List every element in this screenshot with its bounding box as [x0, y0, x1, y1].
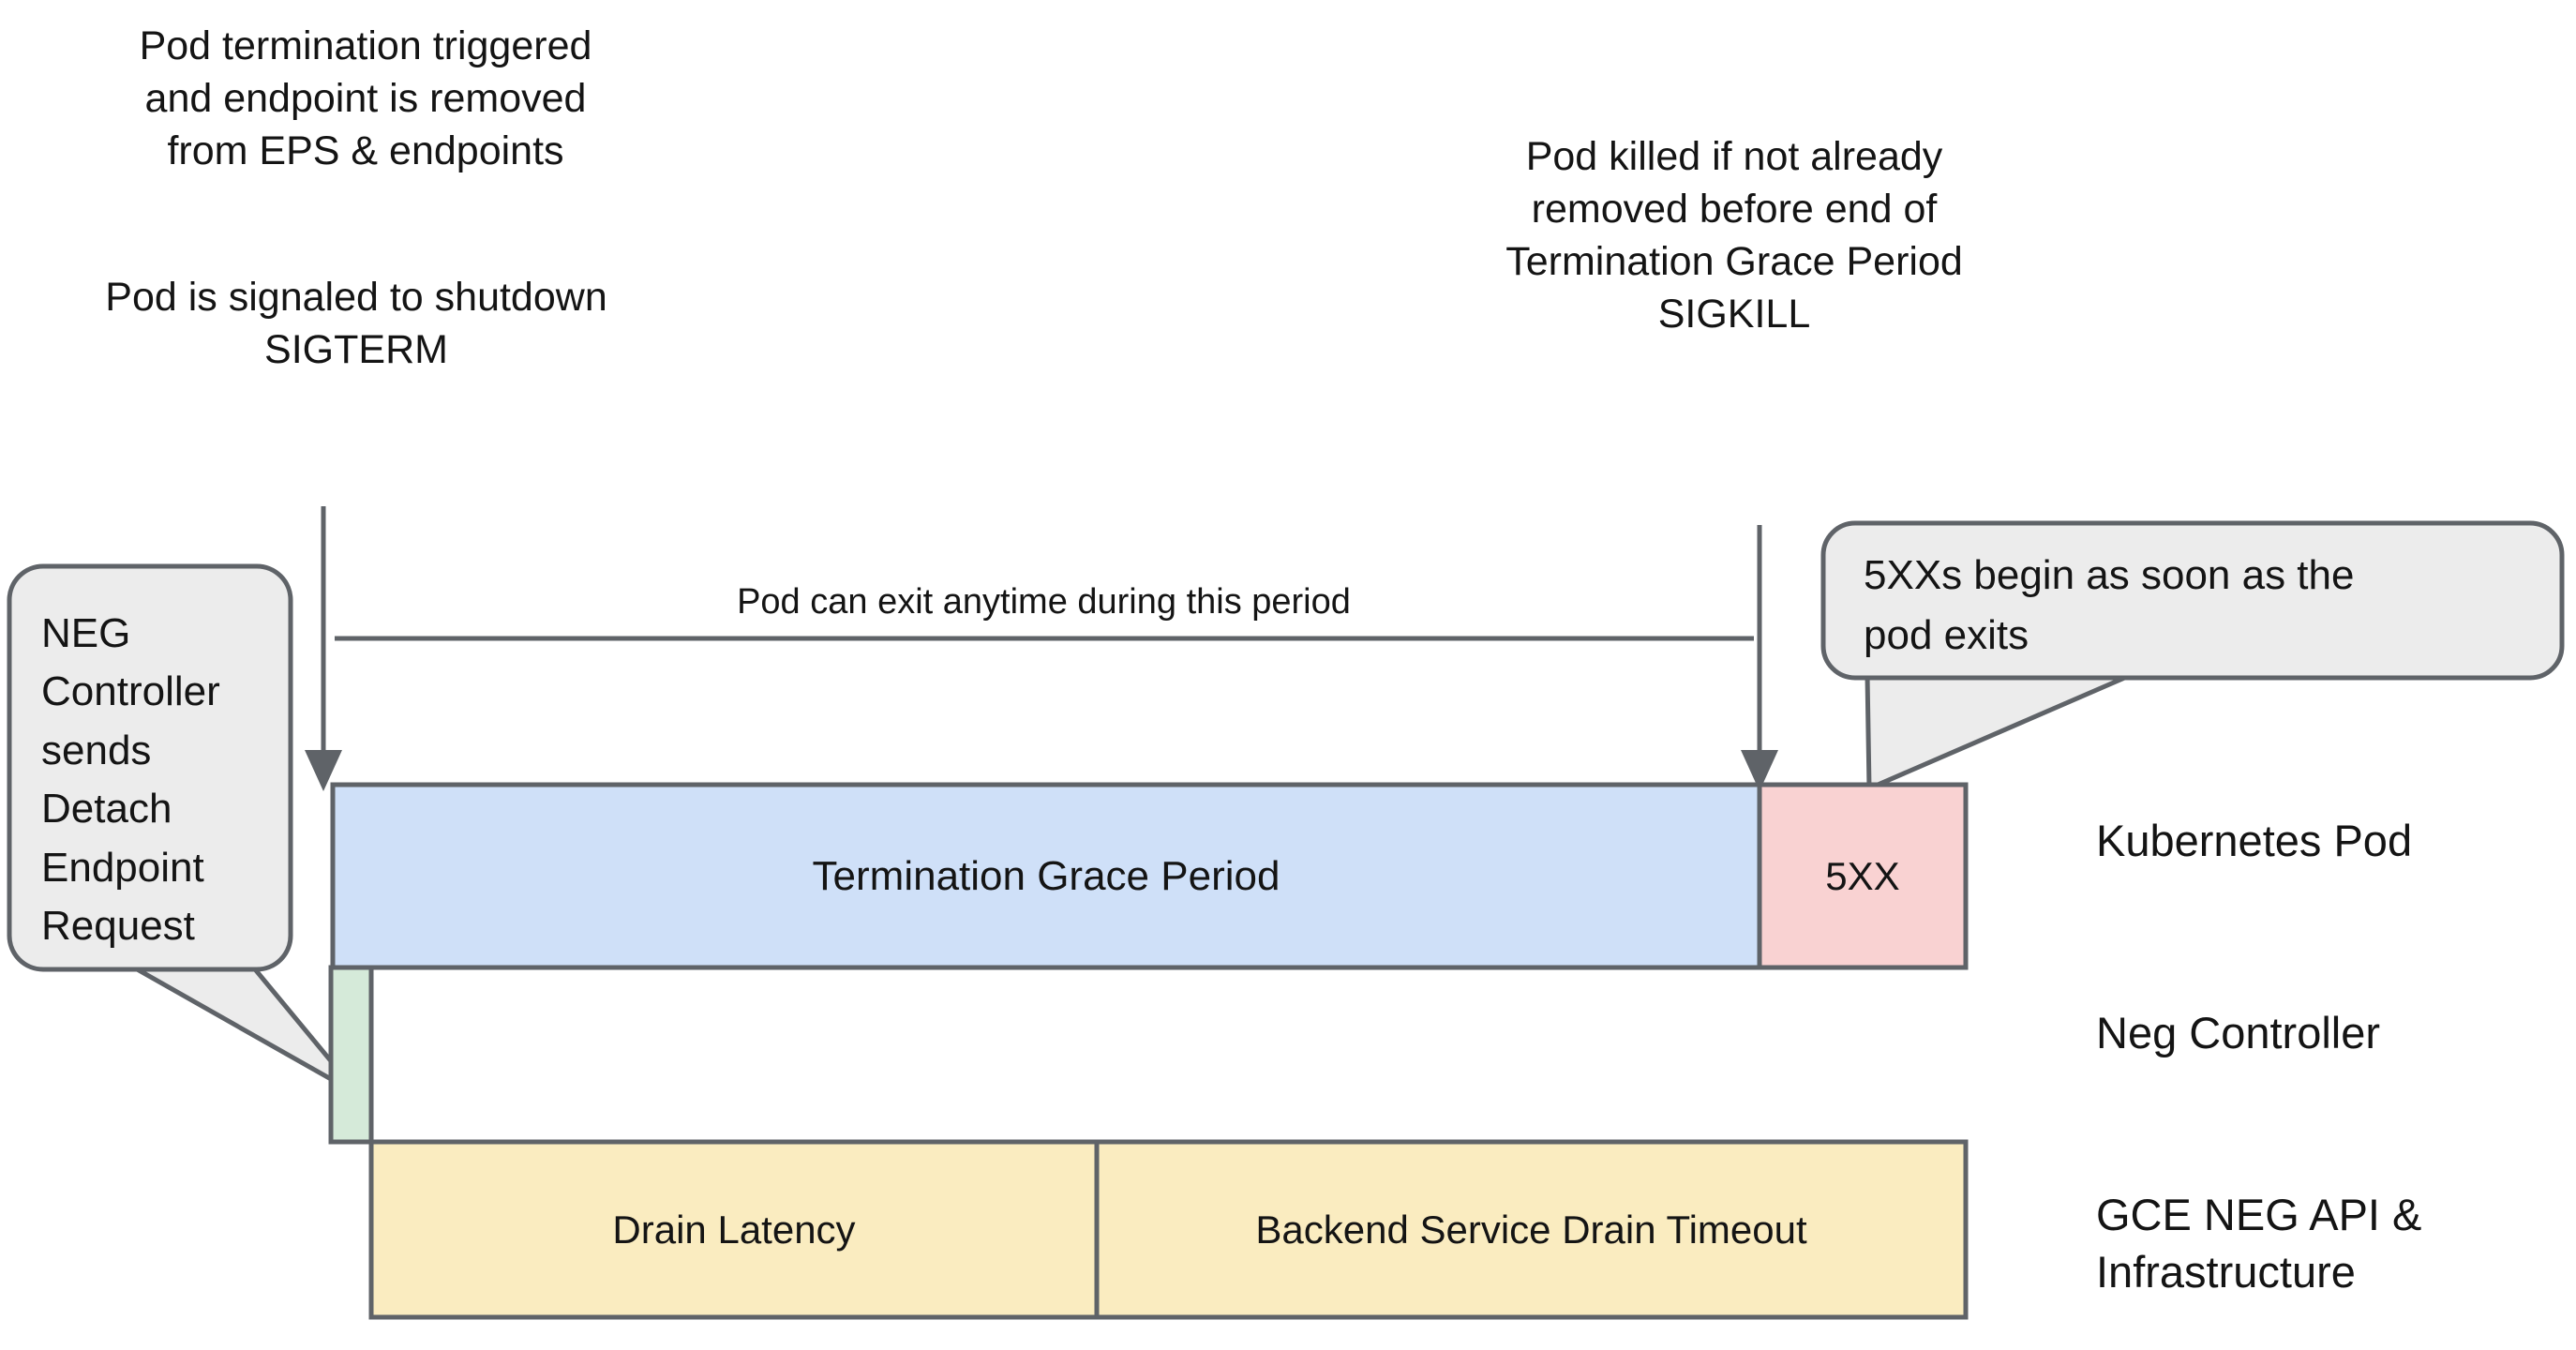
- bar-label-five-xx: 5XX: [1825, 853, 1900, 898]
- annotation-pod-killed-sigkill: Pod killed if not already removed before…: [1505, 134, 1963, 337]
- callout-neg-controller-text: NEG Controller sends Detach Endpoint Req…: [41, 610, 220, 950]
- annotation-pod-exit-period: Pod can exit anytime during this period: [737, 582, 1351, 622]
- lane-label-gce-neg-api: GCE NEG API & Infrastructure: [2096, 1190, 2422, 1298]
- lane-label-kubernetes-pod: Kubernetes Pod: [2096, 816, 2413, 865]
- bar-label-drain-latency: Drain Latency: [612, 1207, 856, 1252]
- bar-label-backend-service-drain-timeout: Backend Service Drain Timeout: [1255, 1207, 1807, 1252]
- bar-neg-controller-work: [328, 965, 374, 1145]
- callout-five-xx-text: 5XXs begin as soon as the pod exits: [1864, 552, 2355, 658]
- annotation-pod-termination-triggered: Pod termination triggered and endpoint i…: [139, 23, 592, 173]
- five-xx-callout-tail: [1865, 670, 2138, 791]
- bar-label-termination-grace-period: Termination Grace Period: [812, 852, 1281, 899]
- annotation-pod-signaled-shutdown: Pod is signaled to shutdown SIGTERM: [105, 275, 607, 372]
- lane-label-neg-controller: Neg Controller: [2096, 1008, 2381, 1058]
